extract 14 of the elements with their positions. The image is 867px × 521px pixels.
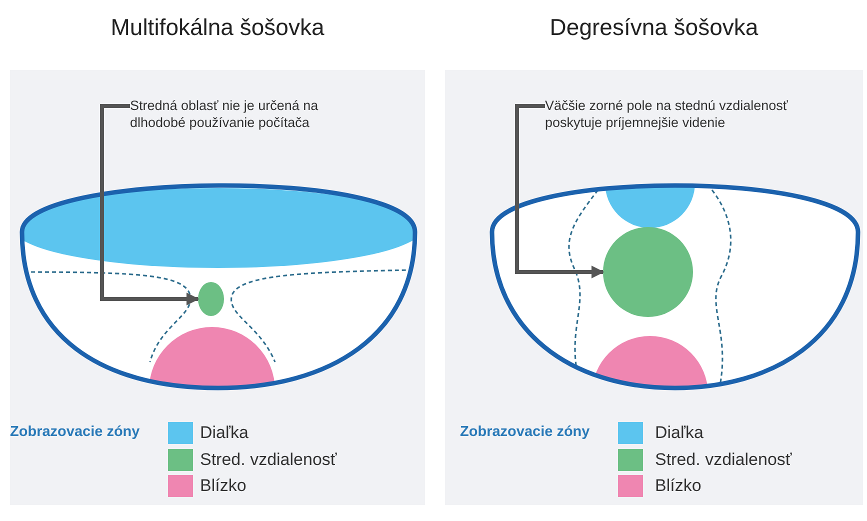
legend-label: Stred. vzdialenosť [655, 450, 792, 470]
leader-arrow [100, 104, 200, 306]
callout-text: Stredná oblasť nie je určená na dlhodobé používanie počítača [130, 97, 345, 131]
legend-label: Blízko [200, 476, 246, 496]
callout-text: Väčšie zorné pole na stednú vzdialenosť poskytuje príjemnejšie videnie [545, 97, 793, 131]
legend-label: Stred. vzdialenosť [200, 450, 337, 470]
legend-label: Blízko [655, 476, 702, 496]
legend-title: Zobrazovacie zóny [460, 424, 590, 440]
lens-title: Multifokálna šošovka [110, 14, 324, 41]
leader-arrow [515, 104, 604, 278]
legend-label: Diaľka [655, 423, 704, 443]
legend-title: Zobrazovacie zóny [10, 424, 140, 440]
legend-label: Diaľka [200, 423, 248, 443]
lens-title: Degresívna šošovka [550, 14, 758, 41]
